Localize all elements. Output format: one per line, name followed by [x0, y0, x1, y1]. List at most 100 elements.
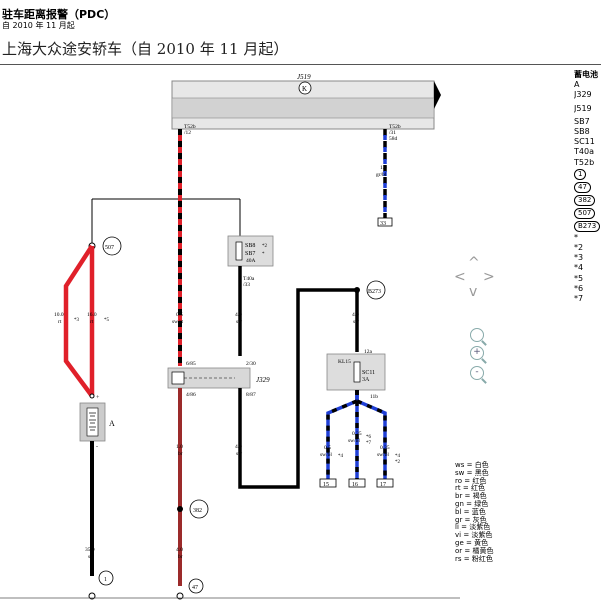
legend-item: A	[574, 80, 580, 90]
wire-br2-size: 4.0	[176, 547, 183, 553]
color-code: ro = 红色	[455, 476, 487, 485]
pan-down-button[interactable]: v	[469, 284, 478, 300]
wire-right-top-size: 1.0	[380, 165, 387, 171]
node-507-label: 507	[105, 245, 114, 251]
legend-note: *4	[574, 263, 584, 273]
junction-382-dot	[177, 506, 183, 512]
legend-item: SB7	[574, 116, 590, 126]
wire-mid-size: 0.5	[176, 312, 183, 318]
j519-label: J519	[297, 73, 311, 81]
cable-a-size: 10.0	[54, 312, 64, 318]
t52b-left-num: /12	[184, 130, 191, 136]
header-divider	[0, 64, 601, 65]
legend-note: *2	[574, 243, 584, 253]
connector-16-label: 16	[352, 482, 358, 488]
pan-up-button[interactable]: ^	[468, 255, 480, 271]
w-o1-color: sw/bl	[320, 452, 332, 458]
w-o2-note2: *7	[366, 441, 372, 446]
zoom-fit-icon[interactable]	[470, 328, 484, 342]
fuse-amp: 40A	[246, 258, 256, 264]
page-subtitle: 上海大众途安轿车（自 2010 年 11 月起）	[2, 40, 289, 58]
relay-coil	[171, 371, 185, 385]
component-legend: 蓄电池 A J329 J519 SB7 SB8 SC11 T40a T52b 1…	[574, 70, 601, 304]
branch-wires	[326, 390, 387, 479]
color-code: vi = 淡紫色	[455, 531, 493, 540]
legend-note: *3	[574, 253, 584, 263]
battery-body	[86, 407, 99, 437]
node-47-circle	[188, 578, 204, 594]
color-code: sw = 黑色	[455, 468, 489, 477]
cable-b-color: rt	[90, 319, 94, 325]
pin-11b-label: 11b	[370, 394, 378, 400]
t40a-num: /33	[243, 282, 250, 288]
pin-12a-label: 12a	[364, 349, 373, 355]
node-47-label: 47	[192, 585, 198, 591]
legend-item: T52b	[574, 157, 595, 167]
wire-br-size: 1.0	[176, 444, 183, 450]
sc11-body	[353, 361, 361, 383]
w-o3-note2: *2	[395, 460, 401, 465]
ground-1-dot	[88, 592, 96, 600]
t52b-right-sub: 58d	[389, 136, 398, 142]
t52b-left-label: T52b	[184, 124, 196, 130]
wire-br2-color: br	[178, 554, 183, 560]
w-o3-note: *4	[395, 454, 401, 459]
legend-circle: 47	[574, 181, 591, 193]
pan-right-button[interactable]: >	[483, 269, 495, 285]
relay-pin-887: 8/87	[246, 392, 256, 398]
color-code: li = 淡紫色	[455, 523, 491, 532]
legend-item: J519	[574, 103, 592, 113]
zoom-out-icon[interactable]: -	[470, 366, 484, 380]
relay-pin-230: 2/30	[246, 361, 256, 367]
fuse-sb-body	[235, 241, 243, 261]
relay-pin-486: 4/86	[186, 392, 196, 398]
connector-33	[377, 217, 393, 227]
w-o3-size: 0.35	[380, 445, 390, 451]
battery-plus: +	[96, 395, 100, 401]
t52b-right-num: /31	[389, 130, 396, 136]
legend-note: *5	[574, 273, 584, 283]
j519-arrow	[434, 81, 441, 109]
wire-mid2-color: sw	[236, 319, 242, 325]
node-382-circle	[189, 499, 209, 519]
color-code: br = 褐色	[455, 492, 487, 501]
connector-33-label: 33	[380, 221, 386, 227]
cable-b-size: 16.0	[87, 312, 97, 318]
zoom-in-icon[interactable]: +	[470, 346, 484, 360]
fuse-note-2: *2	[262, 244, 268, 249]
wire-mid-color: sw/rt	[172, 319, 183, 325]
fuse-note: *	[262, 252, 265, 257]
cable-red-left	[63, 244, 94, 398]
wire-sw-size: 4.0	[235, 444, 242, 450]
t40a-label: T40a	[243, 276, 255, 282]
connector-17-label: 17	[380, 482, 386, 488]
kl15-label: KL15	[338, 359, 351, 365]
fuse-sb8-label: SB8	[245, 243, 255, 249]
connector-17	[376, 478, 394, 488]
unit-icon-text: K	[302, 85, 307, 93]
color-code: rs = 粉红色	[455, 554, 493, 563]
relay-pin-685: 6/85	[186, 361, 196, 367]
w-o2-size: 0.35	[352, 431, 362, 437]
wire-color-legend: ws = 白色 sw = 黑色 ro = 红色 rt = 红色 br = 褐色 …	[455, 461, 494, 563]
color-code: or = 橘黄色	[455, 546, 494, 555]
w-o2-color: sw/bl	[348, 438, 360, 444]
wire-br-color: br	[178, 451, 183, 457]
legend-star: *	[574, 232, 578, 242]
color-code: ws = 白色	[455, 461, 489, 469]
node-1-circle	[98, 570, 114, 586]
pan-left-button[interactable]: <	[454, 269, 466, 285]
wiring-diagram: J519 K T52b /12 T52b /31 58d 1.0 gr/bl 3…	[0, 73, 460, 600]
wire-sw-color: sw	[236, 451, 242, 457]
legend-item: T40a	[574, 147, 594, 157]
fuse-sb7-label: SB7	[245, 251, 255, 257]
legend-note: *6	[574, 283, 584, 293]
w-o1-size: 0.5	[324, 445, 331, 451]
color-code: bl = 蓝色	[455, 507, 486, 516]
ground-47-dot	[176, 592, 184, 600]
wire-black-loop	[238, 288, 357, 489]
legend-circle: 507	[574, 207, 596, 219]
battery-wire-color: sw	[88, 554, 94, 560]
w-o2-note: *6	[366, 435, 372, 440]
wire-right-size: 4.0	[352, 312, 359, 318]
